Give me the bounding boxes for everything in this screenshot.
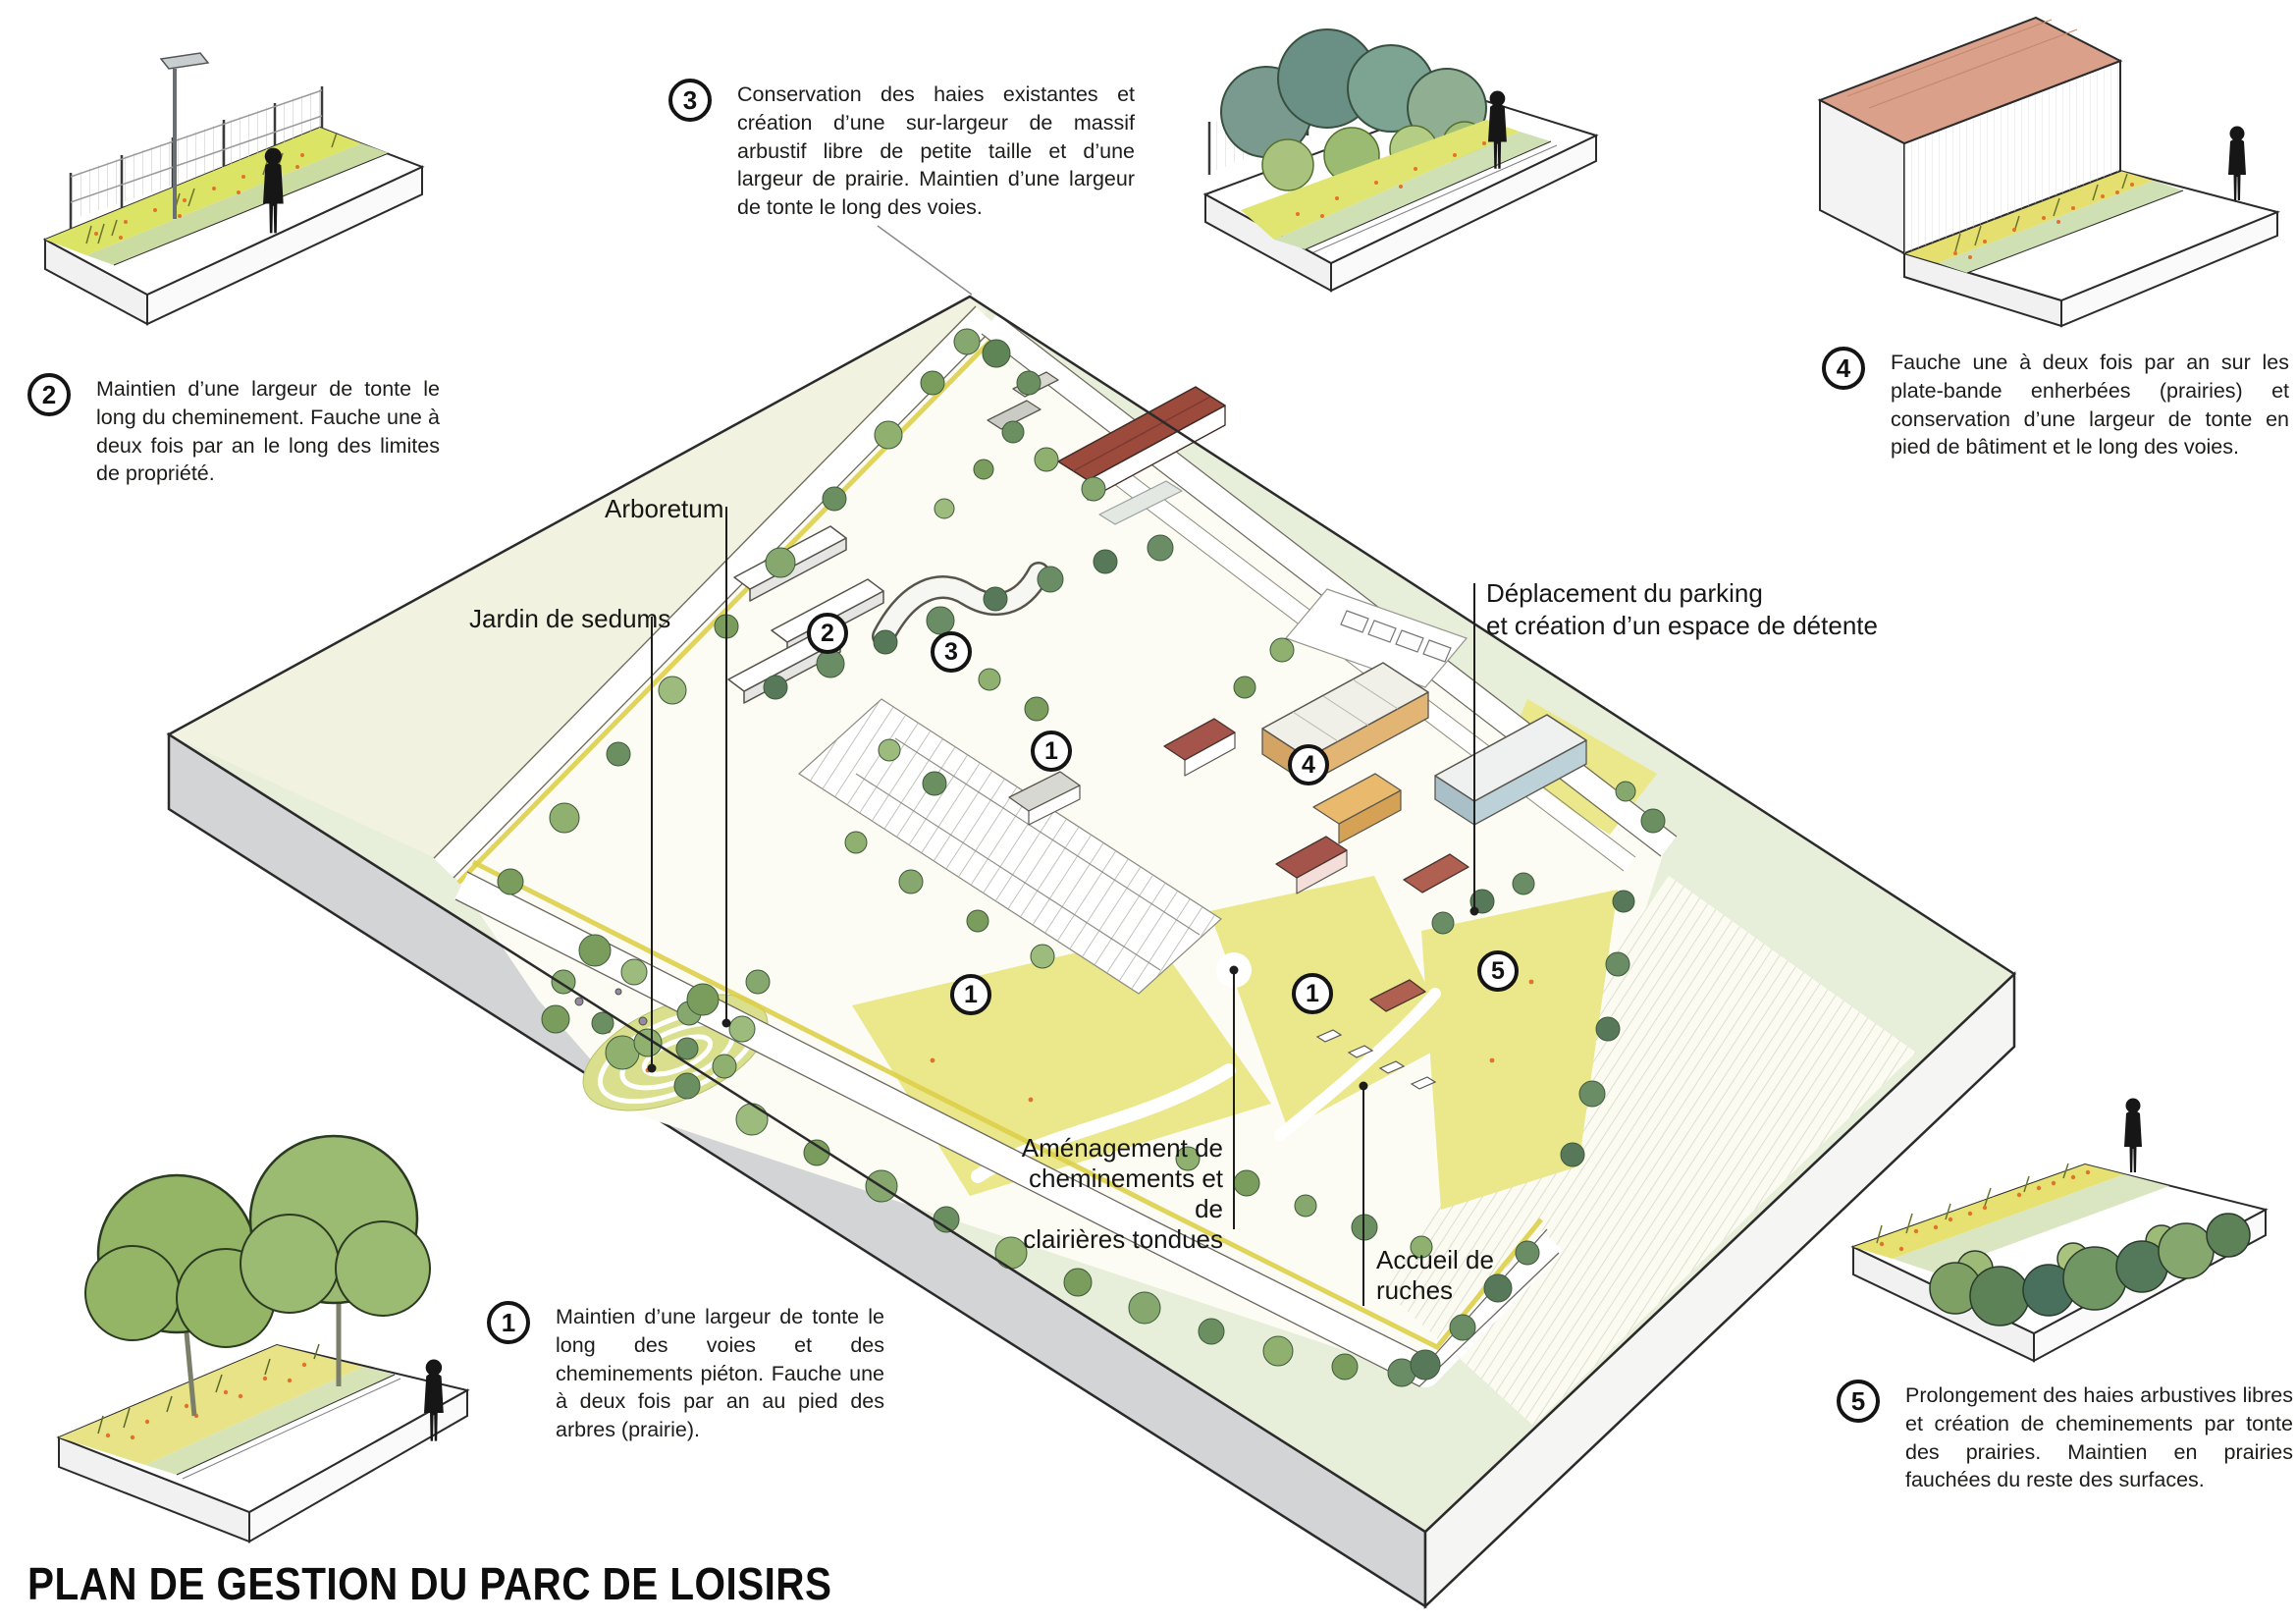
tall-grass-strip [45,128,361,255]
trees [497,328,1666,1387]
map-marker-1c: 1 [1292,973,1333,1014]
annotation-2: 2 Maintien d’une largeur de tonte le lon… [27,373,440,488]
vignette-existing-hedge [1202,28,1599,293]
annotation-5-text: Prolongement des haies arbustives libres… [1905,1383,2293,1492]
person-silhouette [2124,1098,2142,1172]
beehives [1315,1029,1437,1090]
flowers [1879,1169,2091,1252]
annotation-4: 4 Fauche une à deux fois par an sur les … [1822,347,2289,461]
parking-north [1284,588,1468,688]
tree-2 [240,1134,431,1386]
annotation-5-number: 5 [1837,1380,1880,1423]
mown-strip [1274,132,1551,249]
plate-outline [166,295,2017,1534]
label-jardin-de-sedums: Jardin de sedums [469,604,671,633]
flowers [1953,183,2134,259]
annotation-1: 1 Maintien d’une largeur de tonte le lon… [487,1301,884,1444]
annotation-3-text: Conservation des haies existantes et cré… [737,82,1135,220]
person-silhouette [263,147,284,234]
grass-blades [1954,173,2128,252]
field-cream [169,297,987,862]
map-marker-3: 3 [931,631,972,673]
map-marker-1b: 1 [950,974,991,1015]
prairie-strip [1853,1164,2124,1259]
shrub-hedge [1929,1213,2251,1326]
tall-grass-strip [1241,120,1520,240]
vignette-shrub-hedge-prairie [1850,1098,2269,1363]
vignette-fence-lamppost-verge [42,52,425,326]
label-arboretum: Arboretum [605,494,724,523]
leader-lines [651,225,1475,1306]
vignette-building-meadow-strip [1817,16,2281,328]
fence-mesh [71,88,322,220]
annotation-4-text: Fauche une à deux fois par an sur les pl… [1891,351,2289,460]
person-silhouette [424,1359,444,1441]
mown-path-strip [1893,1174,2169,1272]
annotation-2-number: 2 [27,373,71,416]
map-marker-5: 5 [1477,950,1519,992]
annotation-4-number: 4 [1822,347,1865,390]
flowers [1296,141,1486,218]
annotation-1-text: Maintien d’une largeur de tonte le long … [556,1305,884,1442]
leader-dots [647,906,1479,1091]
parking-main [798,698,1222,995]
label-deplacement-parking: Déplacement du parking et création d’un … [1486,578,1878,640]
grass-blades [97,1343,320,1435]
label-amenagement-cheminements: Aménagement de cheminements et de clairi… [1021,1133,1223,1254]
map-marker-4: 4 [1288,744,1329,785]
annotation-1-number: 1 [487,1301,530,1344]
map-marker-2: 2 [807,613,848,654]
grass-blades [1876,1163,2069,1244]
map-marker-1a: 1 [1031,731,1072,772]
annotation-3-number: 3 [668,79,712,122]
buildings [727,371,1587,1012]
meadow-strip [1904,171,2154,263]
vignette-trees-meadow-verge [56,1134,470,1543]
annotation-3: 3 Conservation des haies existantes et c… [668,79,1135,222]
mown-strip [145,1367,395,1475]
page-title: PLAN DE GESTION DU PARC DE LOISIRS [27,1558,832,1609]
mown-strip [86,143,389,265]
salmon-roof [1817,16,2123,145]
mown-strip [1938,181,2183,273]
flowers [105,1362,307,1440]
person-silhouette [2228,126,2246,200]
lamppost [159,52,210,219]
meadow-strip [59,1345,363,1465]
person-silhouette [1488,90,1507,169]
annotation-5: 5 Prolongement des haies arbustives libr… [1837,1380,2293,1494]
building [1817,16,2123,255]
label-accueil-ruches: Accueil de ruches [1376,1245,1494,1305]
annotation-2-text: Maintien d’une largeur de tonte le long … [96,377,440,486]
